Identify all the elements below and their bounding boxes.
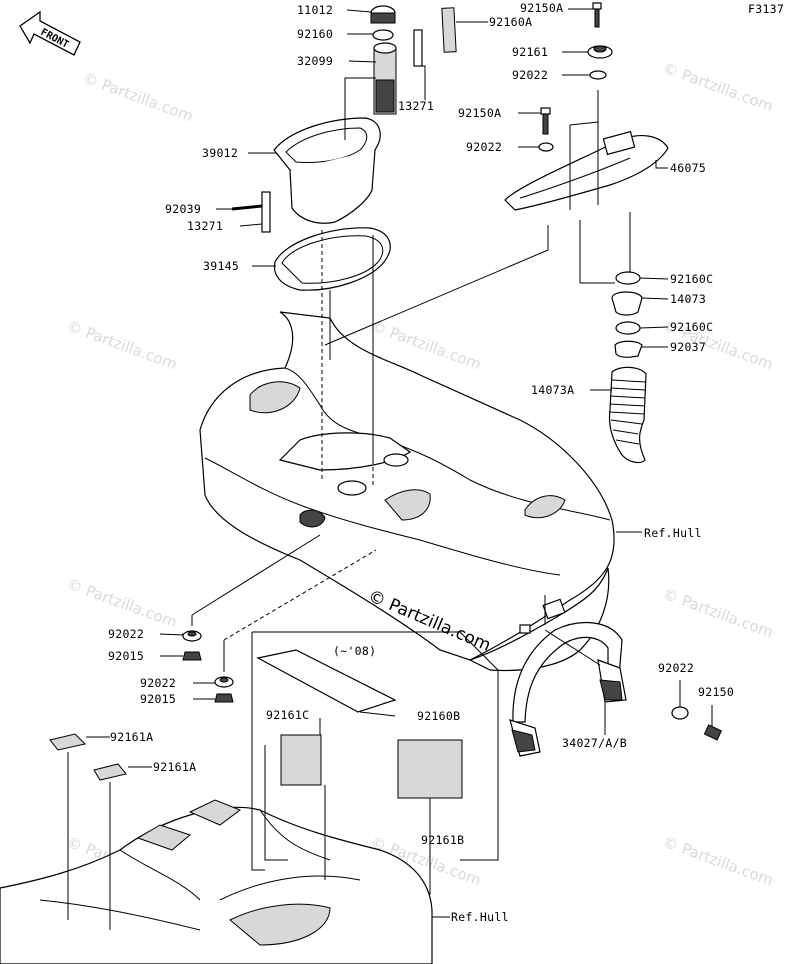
- part-label-92161A-a[interactable]: 92161A: [110, 730, 153, 744]
- rear-handle: [509, 621, 723, 757]
- part-label-92150[interactable]: 92150: [698, 685, 734, 699]
- plate-13271-top: [413, 29, 423, 67]
- oring-92160: [372, 29, 394, 41]
- watermark-tile: © Partzilla.com: [661, 59, 776, 116]
- part-label-92015-a[interactable]: 92015: [108, 649, 144, 663]
- part-label-39145[interactable]: 39145: [203, 259, 239, 273]
- part-label-13271-top[interactable]: 13271: [398, 99, 434, 113]
- gasket: [273, 227, 391, 291]
- watermark-tile: © Partzilla.com: [81, 69, 196, 126]
- part-label-92160C-a[interactable]: 92160C: [670, 272, 713, 286]
- part-label-92022-b[interactable]: 92022: [466, 140, 502, 154]
- part-label-34027[interactable]: 34027/A/B: [562, 736, 627, 750]
- part-label-92160[interactable]: 92160: [297, 27, 333, 41]
- part-label-92022-c[interactable]: 92022: [108, 627, 144, 641]
- hull-rear: [468, 567, 610, 672]
- part-label-32099[interactable]: 32099: [297, 54, 333, 68]
- model-note: (~'08): [333, 644, 376, 658]
- part-label-ref-hull-a[interactable]: Ref.Hull: [644, 526, 702, 540]
- leader-lines: [86, 8, 713, 918]
- part-label-92037[interactable]: 92037: [670, 340, 706, 354]
- part-label-46075[interactable]: 46075: [670, 161, 706, 175]
- part-label-13271-side[interactable]: 13271: [187, 219, 223, 233]
- part-label-ref-hull-b[interactable]: Ref.Hull: [451, 910, 509, 924]
- figure-code: F3137: [748, 2, 784, 16]
- plate-13271-side: [261, 191, 271, 233]
- part-label-92161[interactable]: 92161: [512, 45, 548, 59]
- part-label-92022-e[interactable]: 92022: [658, 661, 694, 675]
- hull-upper: [199, 311, 615, 661]
- part-label-14073[interactable]: 14073: [670, 292, 706, 306]
- part-label-92150A-mid[interactable]: 92150A: [458, 106, 501, 120]
- grab-handle-parts: [504, 2, 669, 464]
- part-label-92150A-top[interactable]: 92150A: [520, 1, 563, 15]
- watermark-tile: © Partzilla.com: [661, 585, 776, 642]
- part-label-92161C[interactable]: 92161C: [266, 708, 309, 722]
- watermark-tile: © Partzilla.com: [661, 833, 776, 890]
- decal-92160A: [441, 7, 457, 53]
- part-label-14073A[interactable]: 14073A: [531, 383, 574, 397]
- part-label-92039[interactable]: 92039: [165, 202, 201, 216]
- part-label-92022-d[interactable]: 92022: [140, 676, 176, 690]
- part-label-92160C-b[interactable]: 92160C: [670, 320, 713, 334]
- part-label-92160A[interactable]: 92160A: [489, 15, 532, 29]
- decals-lower: [49, 649, 463, 799]
- part-label-11012[interactable]: 11012: [297, 3, 333, 17]
- assembly-lines: [67, 90, 631, 930]
- part-labels: 11012 92160 32099 13271 39012 92039 1327…: [108, 1, 734, 924]
- front-arrow-icon: FRONT: [19, 10, 81, 56]
- part-label-92015-b[interactable]: 92015: [140, 692, 176, 706]
- part-label-92160B[interactable]: 92160B: [417, 709, 460, 723]
- part-label-92161B[interactable]: 92161B: [421, 833, 464, 847]
- washers-left: [182, 630, 234, 703]
- part-label-92161A-b[interactable]: 92161A: [153, 760, 196, 774]
- part-label-39012[interactable]: 39012: [202, 146, 238, 160]
- watermark-tile: © Partzilla.com: [65, 575, 180, 632]
- part-label-92022-a[interactable]: 92022: [512, 68, 548, 82]
- watermark-tile: © Partzilla.com: [65, 317, 180, 374]
- storage-bin: [231, 5, 423, 233]
- hull-lower: [0, 799, 433, 964]
